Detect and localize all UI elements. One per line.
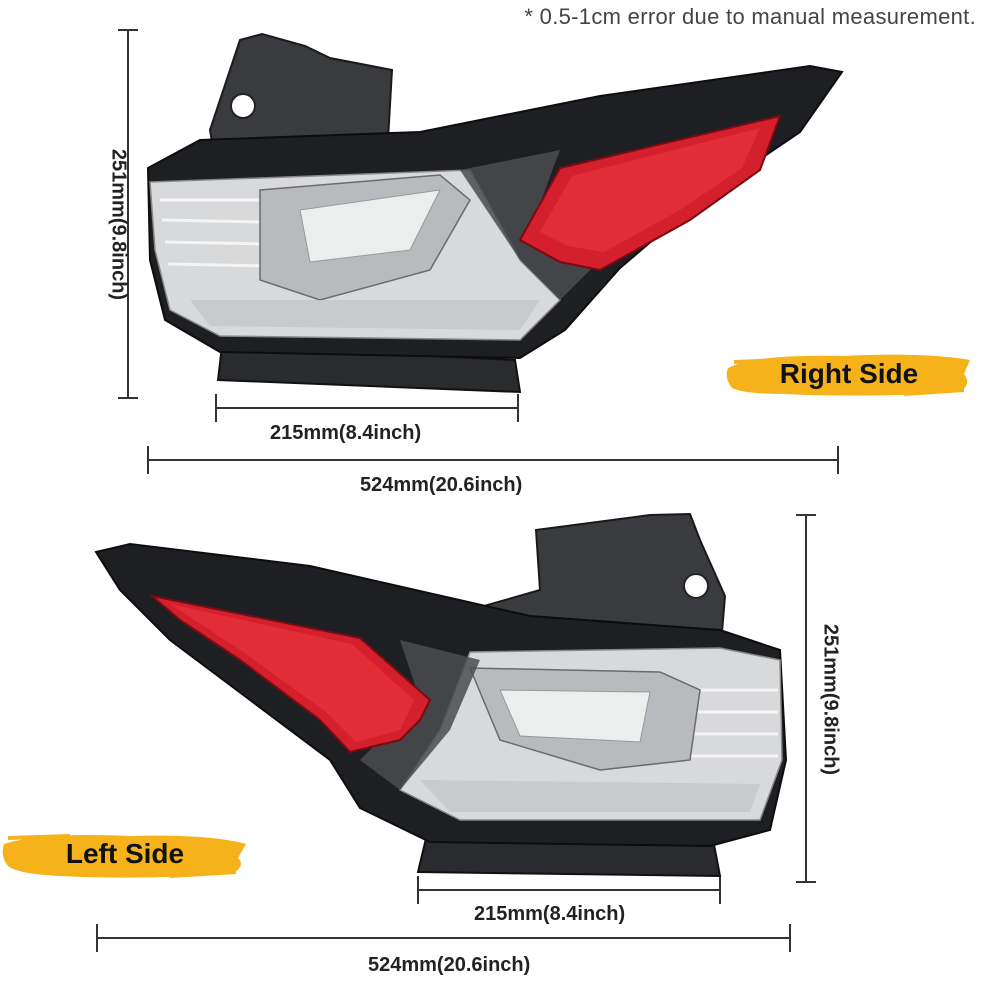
- left-height-label: 251mm(9.8inch): [819, 623, 842, 776]
- measurement-note: * 0.5-1cm error due to manual measuremen…: [524, 4, 976, 29]
- left-total-width-label: 524mm(20.6inch): [368, 954, 531, 976]
- right-base-width-label: 215mm(8.4inch): [270, 422, 422, 444]
- right-side-badge: Right Side: [724, 344, 974, 404]
- right-height-label: 251mm(9.8inch): [107, 148, 130, 301]
- brush-stroke-icon: [2, 834, 246, 878]
- left-side-label: Left Side: [65, 838, 185, 869]
- right-side-label: Right Side: [779, 358, 919, 389]
- brush-stroke-icon: [726, 354, 970, 396]
- left-side-badge: Left Side: [0, 824, 250, 884]
- left-base-width-label: 215mm(8.4inch): [474, 903, 626, 925]
- right-total-width-label: 524mm(20.6inch): [360, 474, 523, 496]
